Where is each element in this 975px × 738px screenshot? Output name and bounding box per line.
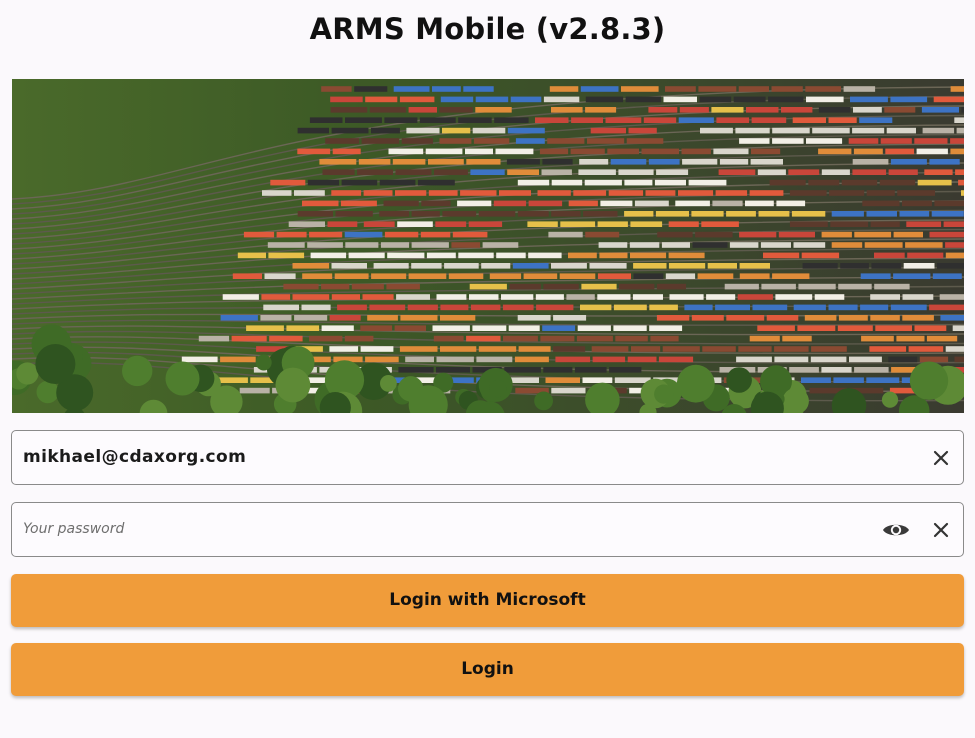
password-field[interactable]: Your password xyxy=(11,502,964,557)
email-value[interactable]: mikhael@cdaxorg.com xyxy=(23,447,247,467)
rail-yard-image xyxy=(12,79,964,413)
login-with-microsoft-button[interactable]: Login with Microsoft xyxy=(11,574,964,627)
login-button[interactable]: Login xyxy=(11,643,964,696)
eye-icon[interactable] xyxy=(882,516,910,544)
rail-yard-aerial-image xyxy=(12,79,964,413)
close-icon[interactable] xyxy=(927,444,955,472)
page-title: ARMS Mobile (v2.8.3) xyxy=(309,12,666,46)
password-placeholder[interactable]: Your password xyxy=(23,521,125,537)
email-field[interactable]: mikhael@cdaxorg.com xyxy=(11,430,964,485)
close-icon[interactable] xyxy=(927,516,955,544)
